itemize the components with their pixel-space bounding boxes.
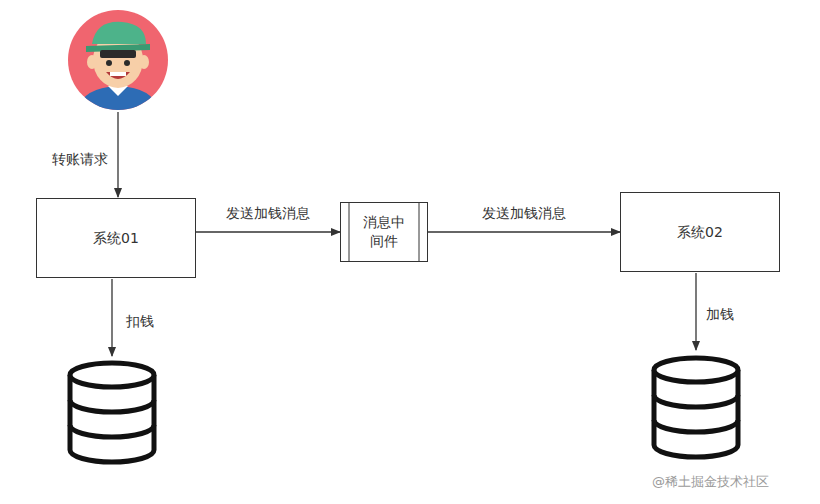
debit-label: 扣钱 bbox=[124, 313, 156, 330]
process-box: 系统01 bbox=[36, 198, 196, 278]
process-bars bbox=[341, 203, 427, 261]
process-box: 系统02 bbox=[620, 192, 780, 272]
edge-label: 发送加钱消息 bbox=[224, 205, 312, 222]
node-text: 消息中 间件 bbox=[359, 213, 409, 251]
message-arrow bbox=[428, 231, 620, 232]
database-symbol bbox=[654, 358, 738, 457]
user-avatar bbox=[68, 10, 168, 112]
debit-arrow bbox=[111, 279, 112, 356]
credit-arrow bbox=[695, 273, 696, 350]
watermark: @稀土掘金技术社区 bbox=[650, 474, 771, 490]
request-label: 转账请求 bbox=[50, 151, 110, 168]
node-text: 系统01 bbox=[93, 229, 139, 248]
credit-label: 加钱 bbox=[704, 306, 736, 323]
request-arrow bbox=[117, 112, 118, 197]
node-text: 系统02 bbox=[677, 223, 723, 242]
middleware-box: 消息中 间件 bbox=[340, 202, 428, 262]
database-symbol bbox=[70, 363, 154, 462]
edge-label: 发送加钱消息 bbox=[480, 205, 568, 222]
message-arrow bbox=[196, 231, 340, 232]
